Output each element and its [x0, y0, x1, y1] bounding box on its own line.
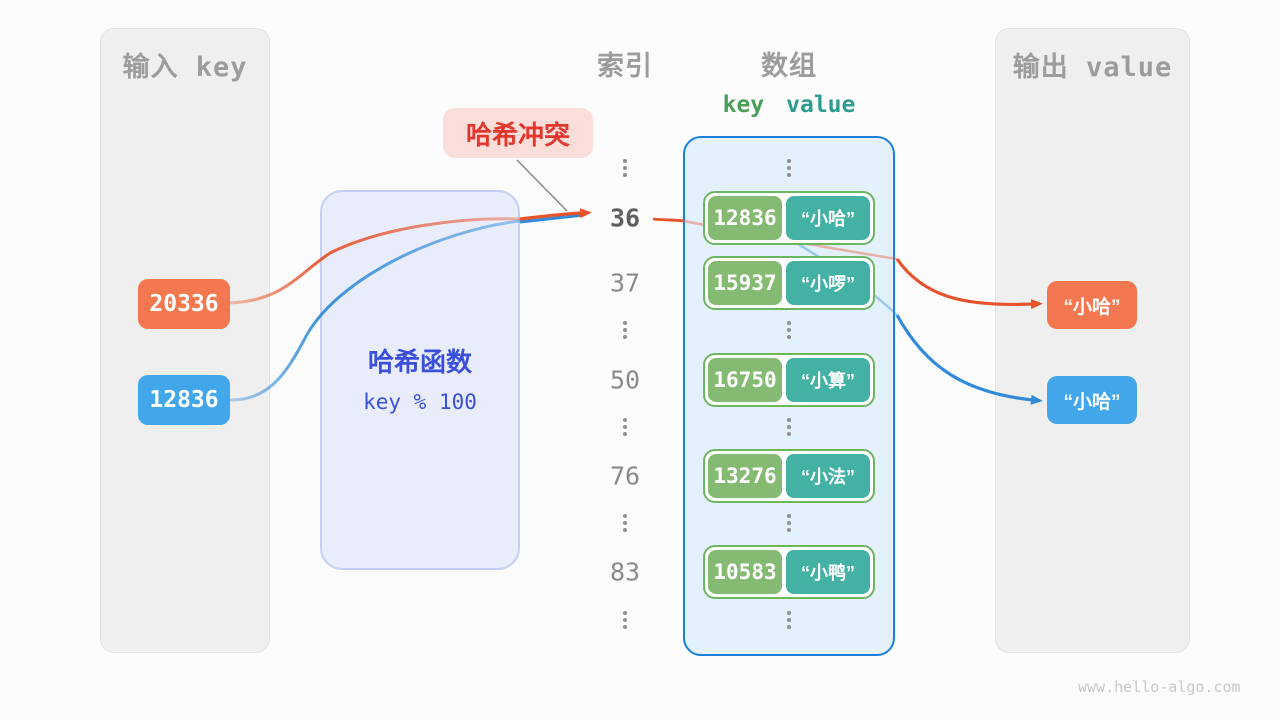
array-row: 10583 “小鸭”	[703, 545, 875, 599]
index-value: 37	[609, 268, 641, 298]
output-value-chip: “小哈”	[1047, 376, 1137, 424]
input-panel-title: 输入 key	[122, 52, 248, 83]
array-row-value: “小啰”	[786, 261, 870, 305]
hash-collision-badge: 哈希冲突	[443, 108, 593, 158]
index-value: 36	[609, 203, 641, 233]
array-row: 16750 “小算”	[703, 353, 875, 407]
vertical-ellipsis-icon	[787, 611, 791, 629]
input-panel: 输入 key	[100, 28, 270, 653]
array-row-key: 13276	[708, 454, 782, 498]
vertical-ellipsis-icon	[787, 418, 791, 436]
merged-blue-line-to-index36	[519, 213, 585, 224]
hash-function-box: 哈希函数 key % 100	[320, 190, 520, 570]
vertical-ellipsis-icon	[623, 159, 627, 177]
array-row-value: “小算”	[786, 358, 870, 402]
array-row-key: 10583	[708, 550, 782, 594]
value-header-label: value	[786, 92, 856, 118]
array-row-key: 16750	[708, 358, 782, 402]
index-column-title: 索引	[597, 51, 653, 81]
vertical-ellipsis-icon	[623, 611, 627, 629]
vertical-ellipsis-icon	[623, 418, 627, 436]
input-key-chip: 12836	[138, 375, 230, 425]
array-row-value: “小法”	[786, 454, 870, 498]
array-column-title: 数组	[761, 51, 817, 81]
vertical-ellipsis-icon	[623, 514, 627, 532]
array-row-value: “小鸭”	[786, 550, 870, 594]
badge-leader-line	[516, 159, 568, 212]
key-header-label: key	[722, 92, 765, 118]
array-row: 13276 “小法”	[703, 449, 875, 503]
arrow-hash-to-index36	[519, 208, 592, 221]
array-row-value: “小哈”	[786, 196, 870, 240]
output-panel: 输出 value	[995, 28, 1190, 653]
vertical-ellipsis-icon	[787, 321, 791, 339]
output-panel-title: 输出 value	[1012, 52, 1173, 83]
watermark: www.hello-algo.com	[1078, 678, 1241, 696]
vertical-ellipsis-icon	[787, 514, 791, 532]
array-row-key: 15937	[708, 261, 782, 305]
vertical-ellipsis-icon	[623, 321, 627, 339]
array-row: 12836 “小哈”	[703, 191, 875, 245]
array-row: 15937 “小啰”	[703, 256, 875, 310]
input-key-chip: 20336	[138, 279, 230, 329]
key-value-header: key value	[683, 92, 895, 118]
index-value: 50	[609, 365, 641, 395]
output-value-chip: “小哈”	[1047, 281, 1137, 329]
hash-function-title: 哈希函数	[367, 347, 472, 377]
index-value: 83	[609, 557, 641, 587]
hash-function-formula: key % 100	[363, 390, 477, 414]
array-row-key: 12836	[708, 196, 782, 240]
line-index36-to-array	[652, 217, 685, 223]
index-value: 76	[609, 461, 641, 491]
vertical-ellipsis-icon	[787, 159, 791, 177]
